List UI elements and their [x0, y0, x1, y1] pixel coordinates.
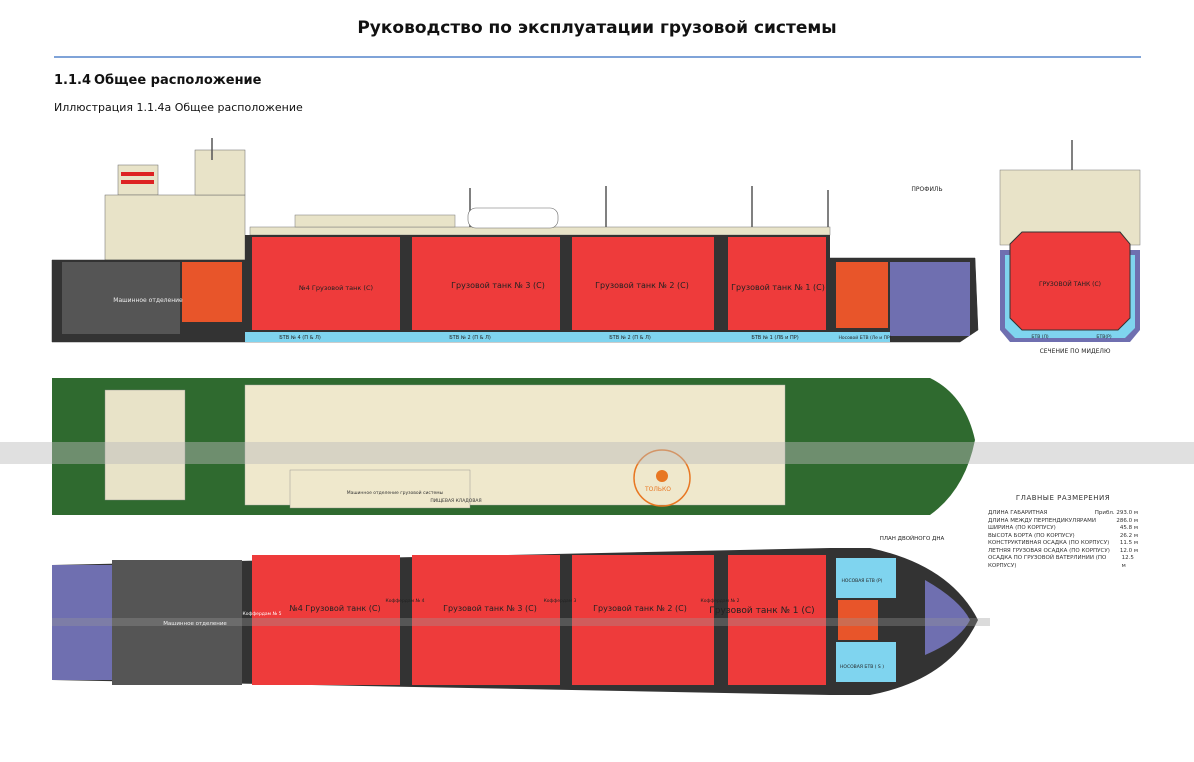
db-aft	[52, 565, 112, 680]
bridge	[194, 149, 246, 196]
helideck-circle	[633, 449, 691, 507]
profile-ballast-2: БТВ № 2 (П & Л)	[609, 335, 651, 341]
profile-label: ПРОФИЛЬ	[911, 186, 942, 193]
dimension-row: ДЛИНА МЕЖДУ ПЕРПЕНДИКУЛЯРАМИ 286.0 м	[988, 518, 1138, 526]
db-fore-ballast-p	[836, 558, 896, 598]
db-tank-4-label: №4 Грузовой танк (С)	[289, 604, 380, 613]
db-fore-peak	[925, 580, 970, 655]
profile-view: №4 Грузовой танк (С) Грузовой танк № 3 (…	[51, 138, 979, 343]
db-engine-room	[112, 560, 242, 685]
accommodation-block	[104, 194, 246, 261]
dimension-value: 12.0 м	[1119, 547, 1138, 554]
profile-engine-label: Машинное отделение	[113, 297, 183, 304]
db-cofferdam-2: Коффердам № 2	[701, 598, 740, 604]
section-title: Общее расположение	[94, 73, 262, 88]
double-bottom-plan: №4 Грузовой танк (С) Грузовой танк № 3 (…	[52, 535, 990, 695]
dimension-row: ОСАДКА ПО ГРУЗОВОЙ ВАТЕРЛИНИИ (ПО КОРПУС…	[988, 555, 1138, 570]
db-tank-4	[252, 555, 400, 685]
db-engine-label: Машинное отделение	[163, 621, 227, 627]
dimension-value: Прибл. 293.0 м	[1094, 510, 1138, 516]
db-tank-3	[412, 555, 560, 685]
db-tank-1-label: Грузовой танк № 1 (С)	[709, 606, 814, 616]
profile-tank-3-label: Грузовой танк № 3 (С)	[451, 281, 545, 290]
helideck-label: ТОЛЬКО	[644, 486, 671, 493]
dimension-label: ДЛИНА МЕЖДУ ПЕРПЕНДИКУЛЯРАМИ	[988, 517, 1096, 524]
profile-ballast-fore: Носовой БТВ (Ле и ПР)	[838, 334, 891, 341]
db-cofferdam-3: Коффердам 3	[544, 598, 577, 604]
helideck-mark	[656, 470, 668, 482]
dimension-label: ВЫСОТА БОРТА (ПО КОРПУСУ)	[988, 532, 1075, 539]
dimension-value: 12.5 м	[1121, 555, 1134, 569]
page-title: Руководство по эксплуатации грузовой сис…	[357, 18, 837, 38]
profile-ballast-4: БТВ № 4 (П & Л)	[279, 335, 321, 341]
profile-tank-2-label: Грузовой танк № 2 (С)	[595, 281, 689, 290]
profile-tank-1	[728, 237, 826, 330]
dimensions-heading: ГЛАВНЫЕ РАЗМЕРЕНИЯ	[1015, 494, 1111, 502]
profile-tank-1-label: Грузовой танк № 1 (С)	[731, 283, 825, 292]
dimension-row: ЛЕТНЯЯ ГРУЗОВАЯ ОСАДКА (ПО КОРПУСУ) 12.0 …	[988, 548, 1138, 556]
db-cofferdam-5: Коффердам № 5	[243, 611, 282, 617]
dimension-label: ДЛИНА ГАБАРИТНАЯ	[988, 510, 1048, 516]
dimension-label: ЛЕТНЯЯ ГРУЗОВАЯ ОСАДКА (ПО КОРПУСУ)	[988, 547, 1110, 554]
db-fore-ballast-p-label: НОСОВАЯ БТВ (Р)	[842, 578, 883, 584]
figure-caption: Иллюстрация 1.1.4а Общее расположение	[54, 101, 303, 114]
profile-ballast-1: БТВ № 1 (ЛБ и ПР)	[751, 335, 798, 341]
title-rule	[54, 56, 1141, 58]
dimension-label: ОСАДКА ПО ГРУЗОВОЙ ВАТЕРЛИНИИ (ПО КОРПУС…	[988, 555, 1107, 569]
db-fore-ballast-s-label: НОСОВАЯ БТВ ( S )	[840, 664, 884, 670]
db-bow-room	[838, 600, 878, 640]
db-fore-ballast-s	[836, 642, 896, 682]
dimension-row: ВЫСОТА БОРТА (ПО КОРПУСУ) 26.2 м	[988, 533, 1138, 541]
db-tank-1	[728, 555, 826, 685]
deck-plan: ТОЛЬКО Машинное отделение грузовой систе…	[0, 378, 1194, 515]
midship-tank-label: ГРУЗОВОЙ ТАНК (С)	[1039, 281, 1101, 288]
liquid-dome	[467, 207, 559, 229]
dimension-value: 286.0 м	[1116, 517, 1138, 524]
bow-thruster-room	[836, 262, 888, 328]
deck-provisions-label: ПИЩЕВАЯ КЛАДОВАЯ	[430, 498, 481, 504]
midship-section: ГРУЗОВОЙ ТАНК (С) БТВ (Л) БТВ(Р) СЕЧЕНИЕ…	[999, 140, 1141, 355]
dimension-label: КОНСТРУКТИВНАЯ ОСАДКА (ПО КОРПУСУ)	[988, 540, 1110, 546]
ballast-strip	[245, 332, 890, 342]
engine-room-area	[62, 262, 180, 334]
midship-label: СЕЧЕНИЕ ПО МИДЕЛЮ	[1040, 348, 1111, 355]
profile-ballast-3: БТВ № 2 (П & Л)	[449, 335, 491, 341]
dimension-value: 26.2 м	[1119, 532, 1138, 539]
dimension-row: КОНСТРУКТИВНАЯ ОСАДКА (ПО КОРПУСУ) 11.5 м	[988, 540, 1138, 548]
section-number: 1.1.4	[54, 73, 92, 88]
db-tank-3-label: Грузовой танк № 3 (С)	[443, 604, 537, 613]
profile-tank-2	[572, 237, 714, 330]
db-tank-2	[572, 555, 714, 685]
profile-tank-4	[252, 237, 400, 330]
midship-tank	[1009, 231, 1131, 331]
main-dimensions: ГЛАВНЫЕ РАЗМЕРЕНИЯ ДЛИНА ГАБАРИТНАЯ Прибл…	[988, 494, 1138, 570]
funnel-band	[121, 172, 154, 176]
deck-engine-label: Машинное отделение грузовой системы	[347, 489, 444, 496]
db-tank-2-label: Грузовой танк № 2 (С)	[593, 604, 687, 613]
midship-btv-right: БТВ(Р)	[1096, 334, 1111, 340]
dimension-label: ШИРИНА (ПО КОРПУСУ)	[988, 525, 1056, 531]
deck-superstructure	[104, 389, 186, 501]
dimension-row: ШИРИНА (ПО КОРПУСУ) 45.8 м	[988, 525, 1138, 533]
profile-tank-3	[412, 237, 560, 330]
engine-casing	[182, 262, 242, 322]
deck-compressor-house	[289, 469, 471, 509]
dimension-value: 11.5 м	[1119, 540, 1138, 546]
db-plan-label: ПЛАН ДВОЙНОГО ДНА	[880, 535, 945, 542]
fore-peak	[890, 262, 970, 336]
db-cofferdam-4: Коффердам № 4	[386, 598, 425, 604]
funnel-band	[121, 180, 154, 184]
compressor-house	[294, 214, 456, 228]
midship-btv-left: БТВ (Л)	[1031, 334, 1048, 340]
profile-tank-4-label: №4 Грузовой танк (С)	[298, 284, 373, 292]
dimension-row: ДЛИНА ГАБАРИТНАЯ Прибл. 293.0 м	[988, 510, 1138, 518]
dimension-value: 45.8 м	[1119, 525, 1138, 531]
